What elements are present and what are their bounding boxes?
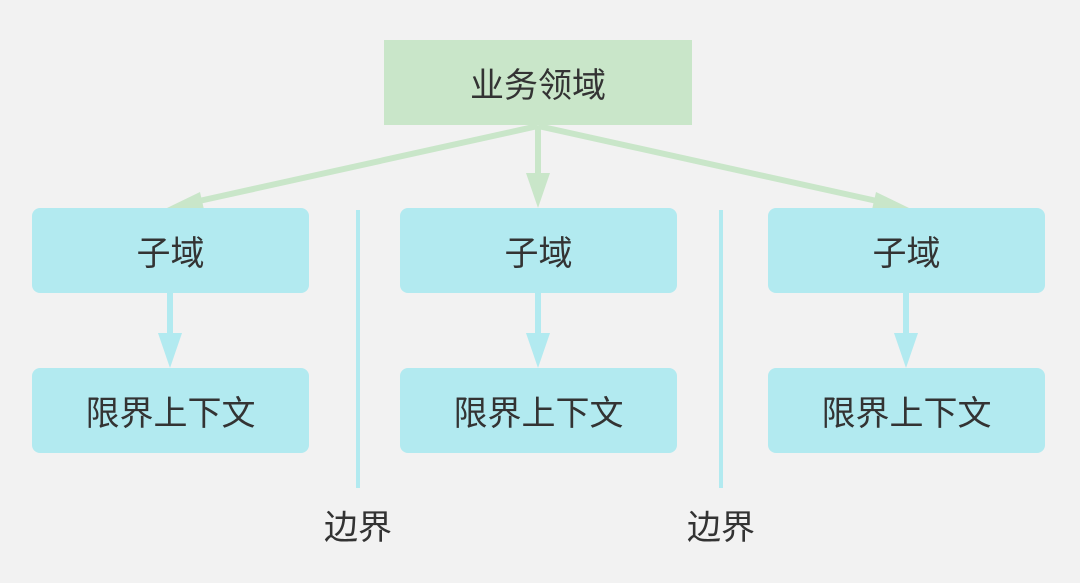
root-to-subdomain-arrows bbox=[167, 123, 909, 214]
subdomain-node-2: 子域 bbox=[400, 208, 677, 293]
boundary-label-1: 边界 bbox=[324, 508, 392, 548]
arrowhead-subdomain-to-context-2 bbox=[526, 333, 550, 368]
arrow-root-to-subdomain-3 bbox=[537, 123, 887, 206]
bounded-context-node-2: 限界上下文 bbox=[400, 368, 677, 453]
boundary-label-2: 边界 bbox=[687, 508, 755, 548]
arrow-root-to-subdomain-1 bbox=[189, 123, 539, 206]
arrowhead-subdomain-to-context-1 bbox=[158, 333, 182, 368]
business-domain-node: 业务领域 bbox=[384, 40, 692, 125]
subdomain-to-context-arrows bbox=[158, 293, 918, 368]
bounded-context-label-3: 限界上下文 bbox=[821, 394, 992, 434]
boundary-divider-2 bbox=[719, 210, 723, 488]
subdomain-label-2: 子域 bbox=[504, 234, 573, 274]
arrowhead-root-to-subdomain-2 bbox=[526, 173, 550, 208]
subdomain-node-1: 子域 bbox=[32, 208, 309, 293]
subdomain-label-3: 子域 bbox=[872, 234, 941, 274]
bounded-context-label-1: 限界上下文 bbox=[85, 394, 256, 434]
bounded-context-label-2: 限界上下文 bbox=[453, 394, 624, 434]
subdomain-label-1: 子域 bbox=[136, 234, 205, 274]
boundary-divider-1 bbox=[356, 210, 360, 488]
bounded-context-node-1: 限界上下文 bbox=[32, 368, 309, 453]
business-domain-label: 业务领域 bbox=[470, 66, 606, 106]
bounded-context-node-3: 限界上下文 bbox=[768, 368, 1045, 453]
arrowhead-subdomain-to-context-3 bbox=[894, 333, 918, 368]
subdomain-node-3: 子域 bbox=[768, 208, 1045, 293]
